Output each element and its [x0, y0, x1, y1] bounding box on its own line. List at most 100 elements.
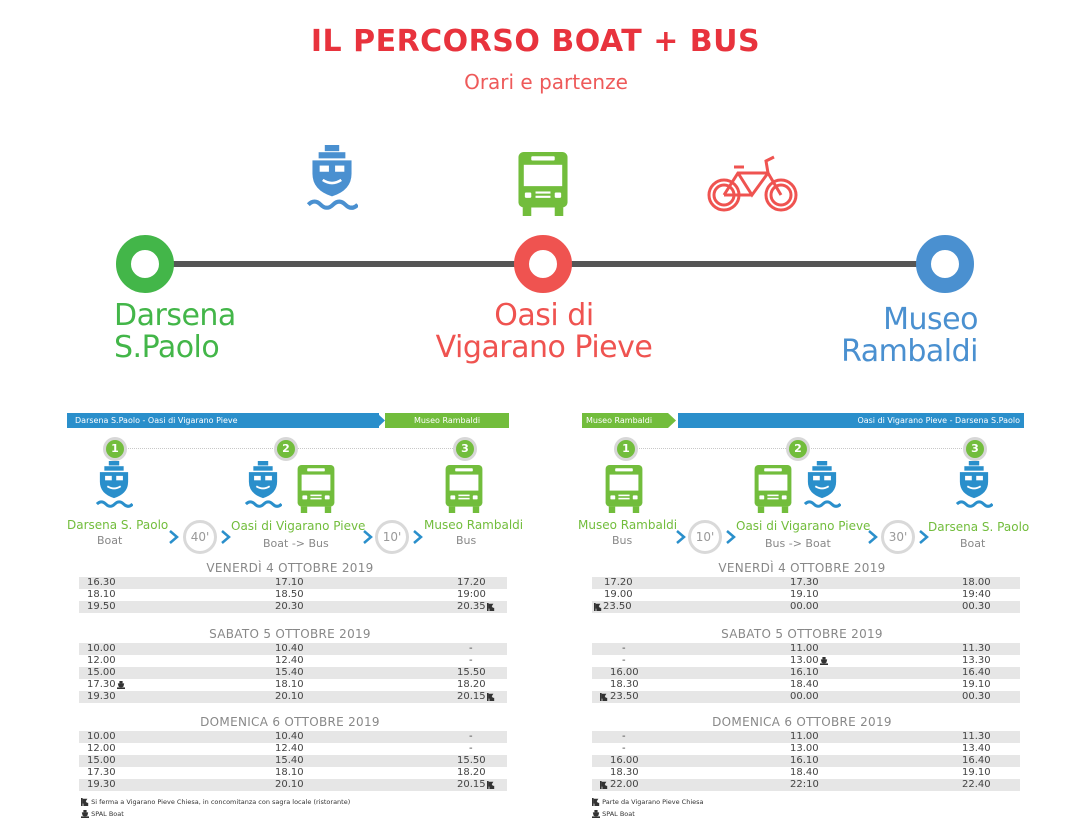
timetable-outbound: Darsena S.Paolo - Oasi di Vigarano Pieve…: [67, 413, 523, 829]
table-row: 22.00 22:10 22.40: [592, 779, 1020, 791]
table-row: 19.30 20.10 20.15: [79, 779, 507, 791]
table-row: 16.00 16.10 16.40: [592, 667, 1020, 679]
mode-label: Bus -> Boat: [765, 537, 831, 550]
table-row: 19.00 19.10 19:40: [604, 589, 991, 600]
table-row: 19.30 20.10 20.15: [79, 691, 507, 703]
table-row: 17.20 17.30 18.00: [592, 577, 1020, 589]
legend-note: SPAL Boat: [81, 810, 124, 819]
boat-icon: [306, 145, 358, 217]
route-bar-outbound: Darsena S.Paolo - Oasi di Vigarano Pieve: [67, 413, 379, 428]
church-stop-icon: [594, 603, 602, 611]
bus-icon: [444, 465, 484, 513]
mode-label: Bus: [456, 534, 477, 547]
table-row: 18.10 18.50 19:00: [87, 589, 486, 600]
table-row: 15.00 15.40 15.50: [79, 667, 507, 679]
bar-arrow: [668, 413, 676, 428]
stop-label: Oasi di Vigarano Pieve: [736, 519, 871, 533]
stop-circle-museo: [916, 235, 974, 293]
stop-label: Darsena S. Paolo: [928, 520, 1030, 534]
church-stop-icon: [592, 798, 600, 806]
chevron-right-icon: [868, 530, 878, 544]
spal-boat-icon: [592, 810, 600, 818]
spal-boat-icon: [81, 810, 89, 818]
mode-label: Boat -> Bus: [263, 537, 329, 550]
duration-badge: 10': [688, 520, 722, 554]
mode-label: Bus: [612, 534, 633, 547]
route-bar-return: Oasi di Vigarano Pieve - Darsena S.Paolo: [678, 413, 1024, 428]
table-row: 18.30 18.40 19.10: [610, 767, 991, 778]
stop-label: Oasi di Vigarano Pieve: [231, 519, 366, 533]
day-title: DOMENICA 6 OTTOBRE 2019: [712, 715, 892, 729]
stop-circle-oasi: [514, 235, 572, 293]
boat-icon: [244, 461, 282, 513]
spal-boat-icon: [117, 681, 125, 689]
route-bar-origin: Museo Rambaldi: [582, 413, 668, 428]
table-row: 23.50 00.00 00.30: [592, 691, 1020, 703]
table-row: - 13.00 13.40: [622, 743, 991, 754]
step-1: 1: [614, 437, 638, 461]
day-title: VENERDÌ 4 OTTOBRE 2019: [718, 561, 886, 575]
legend-note: SPAL Boat: [592, 810, 635, 819]
church-stop-icon: [600, 781, 608, 789]
church-stop-icon: [487, 693, 495, 701]
stop-label: Museo Rambaldi: [424, 518, 524, 532]
chevron-right-icon: [221, 530, 231, 544]
boat-icon: [95, 461, 133, 513]
bus-icon: [604, 465, 644, 513]
bus-icon: [515, 152, 571, 216]
spal-boat-icon: [820, 657, 828, 665]
chevron-right-icon: [413, 530, 423, 544]
step-3: 3: [963, 437, 987, 461]
day-title: SABATO 5 OTTOBRE 2019: [209, 627, 371, 641]
bar-arrow: [377, 413, 385, 428]
chevron-right-icon: [169, 530, 179, 544]
duration-badge: 30': [881, 520, 915, 554]
church-stop-icon: [487, 781, 495, 789]
table-row: - 13.00 13.30: [622, 655, 991, 666]
timetable-return: Museo Rambaldi Oasi di Vigarano Pieve - …: [578, 413, 1029, 829]
mode-label: Boat: [97, 534, 123, 547]
table-row: 23.50 00.00 00.30: [592, 601, 1020, 613]
table-row: 18.30 18.40 19.10: [610, 679, 991, 690]
table-row: 10.00 10.40 -: [79, 731, 507, 743]
stop-label: Museo Rambaldi: [578, 518, 678, 532]
day-title: SABATO 5 OTTOBRE 2019: [721, 627, 883, 641]
step-1: 1: [103, 437, 127, 461]
church-stop-icon: [600, 693, 608, 701]
table-row: 17.30 18.10 18.20: [87, 767, 486, 778]
chevron-right-icon: [726, 530, 736, 544]
table-row: 17.30 18.10 18.20: [87, 679, 486, 690]
bus-icon: [753, 465, 793, 513]
table-row: 12.00 12.40 -: [87, 655, 473, 666]
church-stop-icon: [487, 603, 495, 611]
boat-icon: [955, 461, 993, 513]
step-3: 3: [453, 437, 477, 461]
mode-label: Boat: [960, 537, 986, 550]
stop-label: Darsena S. Paolo: [67, 518, 169, 532]
legend-note: Parte da Vigarano Pieve Chiesa: [592, 798, 704, 807]
day-title: DOMENICA 6 OTTOBRE 2019: [200, 715, 380, 729]
bus-icon: [296, 465, 336, 513]
table-row: 19.50 20.30 20.35: [79, 601, 507, 613]
table-row: - 11.00 11.30: [592, 643, 1020, 655]
legend-note: Si ferma a Vigarano Pieve Chiesa, in con…: [81, 798, 350, 807]
route-bar-destination: Museo Rambaldi: [385, 413, 509, 428]
bike-icon: [707, 155, 798, 212]
step-2: 2: [786, 437, 810, 461]
chevron-right-icon: [676, 530, 686, 544]
table-row: 16.00 16.10 16.40: [592, 755, 1020, 767]
stop-circle-darsena: [116, 235, 174, 293]
table-row: 15.00 15.40 15.50: [79, 755, 507, 767]
duration-badge: 10': [375, 520, 409, 554]
page-subtitle: Orari e partenze: [464, 70, 628, 94]
chevron-right-icon: [363, 530, 373, 544]
step-2: 2: [274, 437, 298, 461]
page-title: IL PERCORSO BOAT + BUS: [310, 24, 761, 59]
table-row: 16.30 17.10 17.20: [79, 577, 507, 589]
boat-icon: [803, 461, 841, 513]
table-row: 12.00 12.40 -: [87, 743, 473, 754]
duration-badge: 40': [183, 520, 217, 554]
